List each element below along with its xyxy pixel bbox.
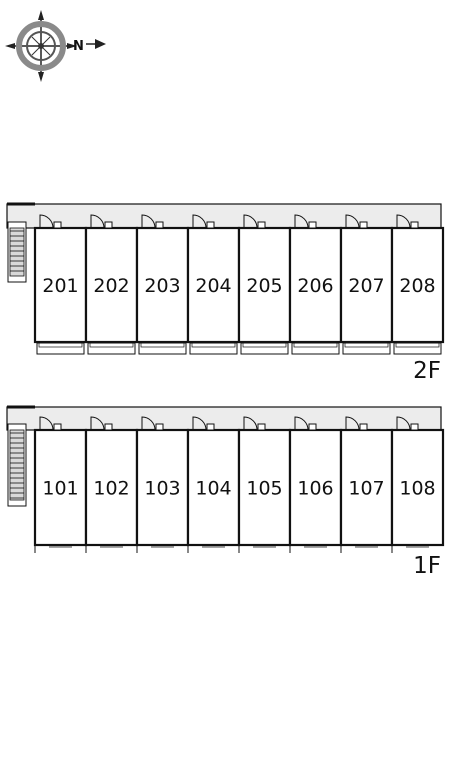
unit-outline: [237, 428, 292, 547]
floor-2f: 201 202 203 204 205 206 207 208 2F: [6, 202, 445, 384]
balcony: [36, 342, 85, 355]
balcony: [87, 342, 136, 355]
unit-number: 208: [399, 275, 435, 297]
unit-outline: [84, 226, 139, 344]
unit-number: 104: [195, 478, 231, 500]
unit-207[interactable]: 207: [339, 214, 394, 355]
door-icon: [90, 416, 105, 431]
floor-1f: 101 102 103 104 105 106 107 108 1F: [6, 405, 445, 579]
unit-outline: [288, 226, 343, 344]
unit-outline: [390, 226, 445, 344]
unit-number: 201: [42, 275, 78, 297]
door-icon: [294, 214, 309, 229]
unit-105[interactable]: 105: [237, 416, 292, 553]
door-icon: [39, 214, 54, 229]
corridor: [6, 406, 442, 431]
unit-103[interactable]: 103: [135, 416, 190, 553]
meter-box: [53, 221, 62, 229]
meter-box: [308, 423, 317, 431]
unit-outline: [288, 428, 343, 547]
unit-number: 101: [42, 478, 78, 500]
unit-number: 206: [297, 275, 333, 297]
door-icon: [192, 416, 207, 431]
unit-outline: [135, 428, 190, 547]
unit-outline: [186, 226, 241, 344]
unit-208[interactable]: 208: [390, 214, 445, 355]
meter-box: [257, 423, 266, 431]
balcony: [189, 342, 238, 355]
compass-north-label: N: [73, 39, 84, 54]
balcony: [342, 342, 391, 355]
unit-outline: [33, 226, 88, 344]
corridor: [6, 203, 442, 229]
staircase: [7, 221, 27, 283]
unit-204[interactable]: 204: [186, 214, 241, 355]
meter-box: [104, 221, 113, 229]
door-icon: [396, 214, 411, 229]
unit-outline: [84, 428, 139, 547]
unit-number: 106: [297, 478, 333, 500]
unit-102[interactable]: 102: [84, 416, 139, 553]
meter-box: [155, 423, 164, 431]
door-icon: [192, 214, 207, 229]
unit-number: 207: [348, 275, 384, 297]
door-icon: [243, 416, 258, 431]
unit-outline: [339, 226, 394, 344]
meter-box: [359, 423, 368, 431]
balcony: [393, 342, 442, 355]
meter-box: [206, 221, 215, 229]
floor-label: 1F: [413, 553, 441, 579]
unit-number: 202: [93, 275, 129, 297]
floor-label: 2F: [413, 358, 441, 384]
door-icon: [243, 214, 258, 229]
meter-box: [359, 221, 368, 229]
unit-outline: [390, 428, 445, 547]
door-icon: [345, 214, 360, 229]
unit-206[interactable]: 206: [288, 214, 343, 355]
unit-number: 203: [144, 275, 180, 297]
meter-box: [104, 423, 113, 431]
meter-box: [410, 221, 419, 229]
unit-108[interactable]: 108: [390, 416, 445, 553]
unit-number: 204: [195, 275, 231, 297]
meter-box: [53, 423, 62, 431]
balcony: [291, 342, 340, 355]
unit-107[interactable]: 107: [339, 416, 394, 553]
unit-104[interactable]: 104: [186, 416, 241, 553]
unit-number: 103: [144, 478, 180, 500]
meter-box: [308, 221, 317, 229]
unit-203[interactable]: 203: [135, 214, 190, 355]
unit-number: 107: [348, 478, 384, 500]
door-icon: [90, 214, 105, 229]
meter-box: [155, 221, 164, 229]
unit-205[interactable]: 205: [237, 214, 292, 355]
unit-outline: [33, 428, 88, 547]
meter-box: [410, 423, 419, 431]
meter-box: [206, 423, 215, 431]
unit-number: 108: [399, 478, 435, 500]
door-icon: [39, 416, 54, 431]
unit-number: 205: [246, 275, 282, 297]
unit-number: 102: [93, 478, 129, 500]
door-icon: [294, 416, 309, 431]
balcony: [240, 342, 289, 355]
staircase: [7, 423, 27, 507]
unit-number: 105: [246, 478, 282, 500]
unit-201[interactable]: 201: [33, 214, 88, 355]
compass-rose-icon: N: [5, 10, 106, 82]
door-icon: [141, 416, 156, 431]
door-icon: [396, 416, 411, 431]
balcony: [138, 342, 187, 355]
unit-106[interactable]: 106: [288, 416, 343, 553]
unit-101[interactable]: 101: [33, 416, 88, 553]
meter-box: [257, 221, 266, 229]
door-icon: [141, 214, 156, 229]
door-icon: [345, 416, 360, 431]
unit-202[interactable]: 202: [84, 214, 139, 355]
